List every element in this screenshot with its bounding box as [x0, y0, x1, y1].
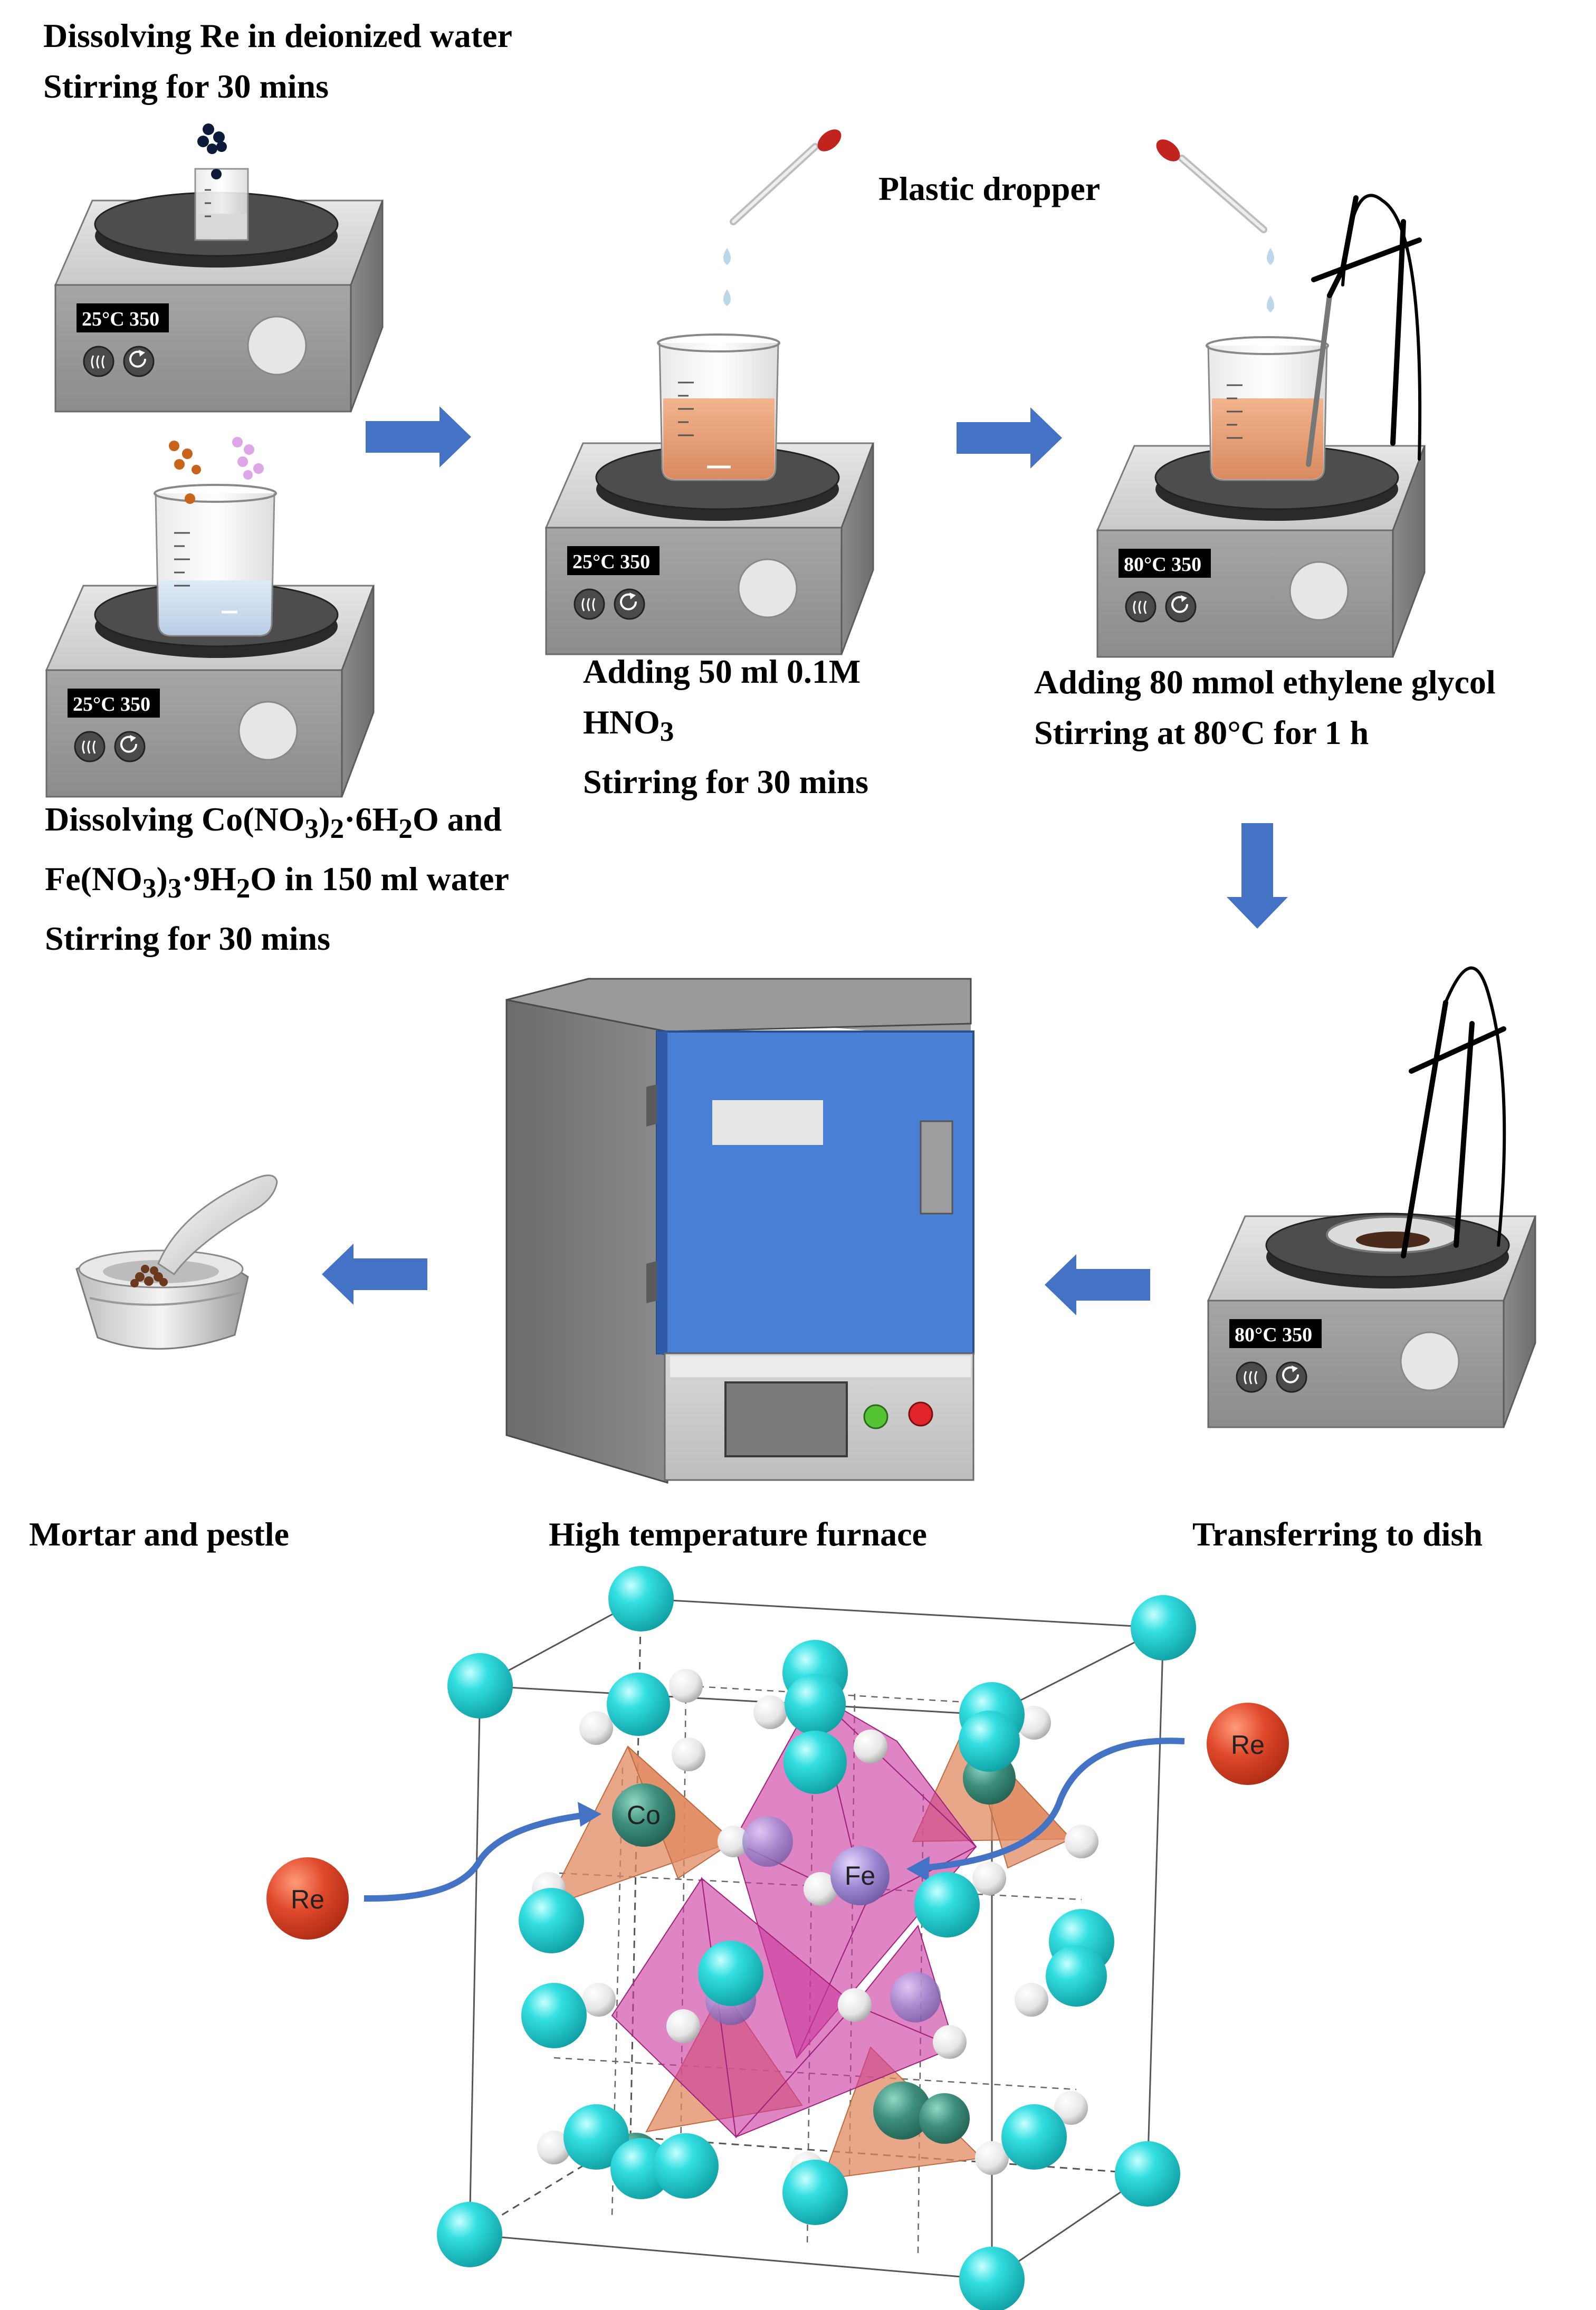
arrow-step1: [366, 406, 471, 467]
droplets-2: [1267, 248, 1274, 312]
caption-dissolve-re: Dissolving Re in deionized water Stirrin…: [43, 11, 512, 112]
arrow-step3-down: [1227, 823, 1288, 929]
caption-dissolve-cofe-line3: Stirring for 30 mins: [45, 919, 331, 957]
stir-rod-stand: [1306, 194, 1422, 467]
hotplate-1: 25°C 350: [54, 199, 384, 413]
cyan-atoms: [437, 1566, 1196, 2310]
re-atom-right-label: Re: [1231, 1730, 1265, 1760]
caption-dissolve-re-line1: Dissolving Re in deionized water: [43, 17, 512, 54]
small-beaker: [194, 168, 249, 241]
re-particles: [197, 123, 227, 179]
hotplate-3: 25°C 350: [545, 442, 874, 655]
caption-plastic-dropper: Plastic dropper: [878, 164, 1100, 214]
mortar-and-pestle: [75, 1175, 278, 1350]
caption-add-eg: Adding 80 mmol ethylene glycol Stirring …: [1034, 657, 1496, 758]
furnace: [505, 978, 974, 1484]
caption-dissolve-re-line2: Stirring for 30 mins: [43, 68, 329, 105]
panel-1-readout: 25°C 350: [82, 308, 159, 330]
fe-atom: Fe: [830, 1846, 890, 1905]
fe-atom-label: Fe: [845, 1861, 875, 1891]
cobalt-particles: [169, 441, 201, 504]
large-beaker-blue: [154, 484, 277, 637]
caption-dissolve-cofe-line1: Dissolving Co(NO3)2·6H2O and: [45, 800, 502, 844]
caption-plastic-dropper-text: Plastic dropper: [878, 170, 1101, 207]
iron-particles: [232, 437, 264, 480]
re-atom-left-label: Re: [291, 1885, 324, 1914]
dropper-2: [1156, 139, 1267, 233]
caption-furnace: High temperature furnace: [549, 1509, 927, 1560]
hotplate-4: 80°C 350: [1096, 445, 1426, 658]
caption-dissolve-cofe-line2: Fe(NO3)3·9H2O in 150 ml water: [45, 860, 509, 904]
crystal-structure: Co Fe Re: [266, 1566, 1289, 2310]
re-atom-right: Re: [1207, 1703, 1289, 1785]
arrow-to-furnace: [1045, 1254, 1150, 1315]
caption-add-eg-line1: Adding 80 mmol ethylene glycol: [1034, 663, 1496, 701]
panel-3-readout: 25°C 350: [572, 551, 650, 573]
arrow-to-mortar: [322, 1244, 427, 1305]
dropper-1: [730, 129, 842, 225]
beaker-orange-2: [1206, 336, 1329, 481]
hotplate-2: 25°C 350: [45, 585, 375, 798]
caption-add-hno3-line2: HNO3: [583, 703, 674, 747]
stand-5: [1401, 966, 1506, 1258]
panel-2-readout: 25°C 350: [73, 693, 150, 715]
caption-add-hno3: Adding 50 ml 0.1M HNO3 Stirring for 30 m…: [583, 646, 868, 807]
re-atom-left: Re: [266, 1857, 349, 1940]
caption-add-hno3-line3: Stirring for 30 mins: [583, 762, 869, 800]
co-atom-label: Co: [627, 1800, 661, 1830]
caption-mortar-text: Mortar and pestle: [29, 1515, 289, 1553]
caption-add-hno3-line1: Adding 50 ml 0.1M: [583, 653, 861, 690]
caption-dissolve-cofe: Dissolving Co(NO3)2·6H2O and Fe(NO3)3·9H…: [45, 794, 509, 964]
arrow-step2: [957, 407, 1062, 469]
caption-dish: Transferring to dish: [1192, 1509, 1483, 1560]
hotplate-5: 80°C 350: [1207, 1215, 1536, 1428]
caption-dish-text: Transferring to dish: [1192, 1515, 1483, 1553]
co-atom: Co: [612, 1783, 675, 1847]
caption-furnace-text: High temperature furnace: [549, 1515, 927, 1553]
droplets-1: [723, 248, 731, 306]
petri-dish: [1326, 1216, 1460, 1254]
caption-add-eg-line2: Stirring at 80°C for 1 h: [1034, 714, 1369, 751]
panel-4-readout: 80°C 350: [1124, 553, 1201, 576]
caption-mortar: Mortar and pestle: [29, 1509, 289, 1560]
beaker-orange-1: [657, 333, 780, 481]
panel-5-readout: 80°C 350: [1235, 1324, 1312, 1346]
